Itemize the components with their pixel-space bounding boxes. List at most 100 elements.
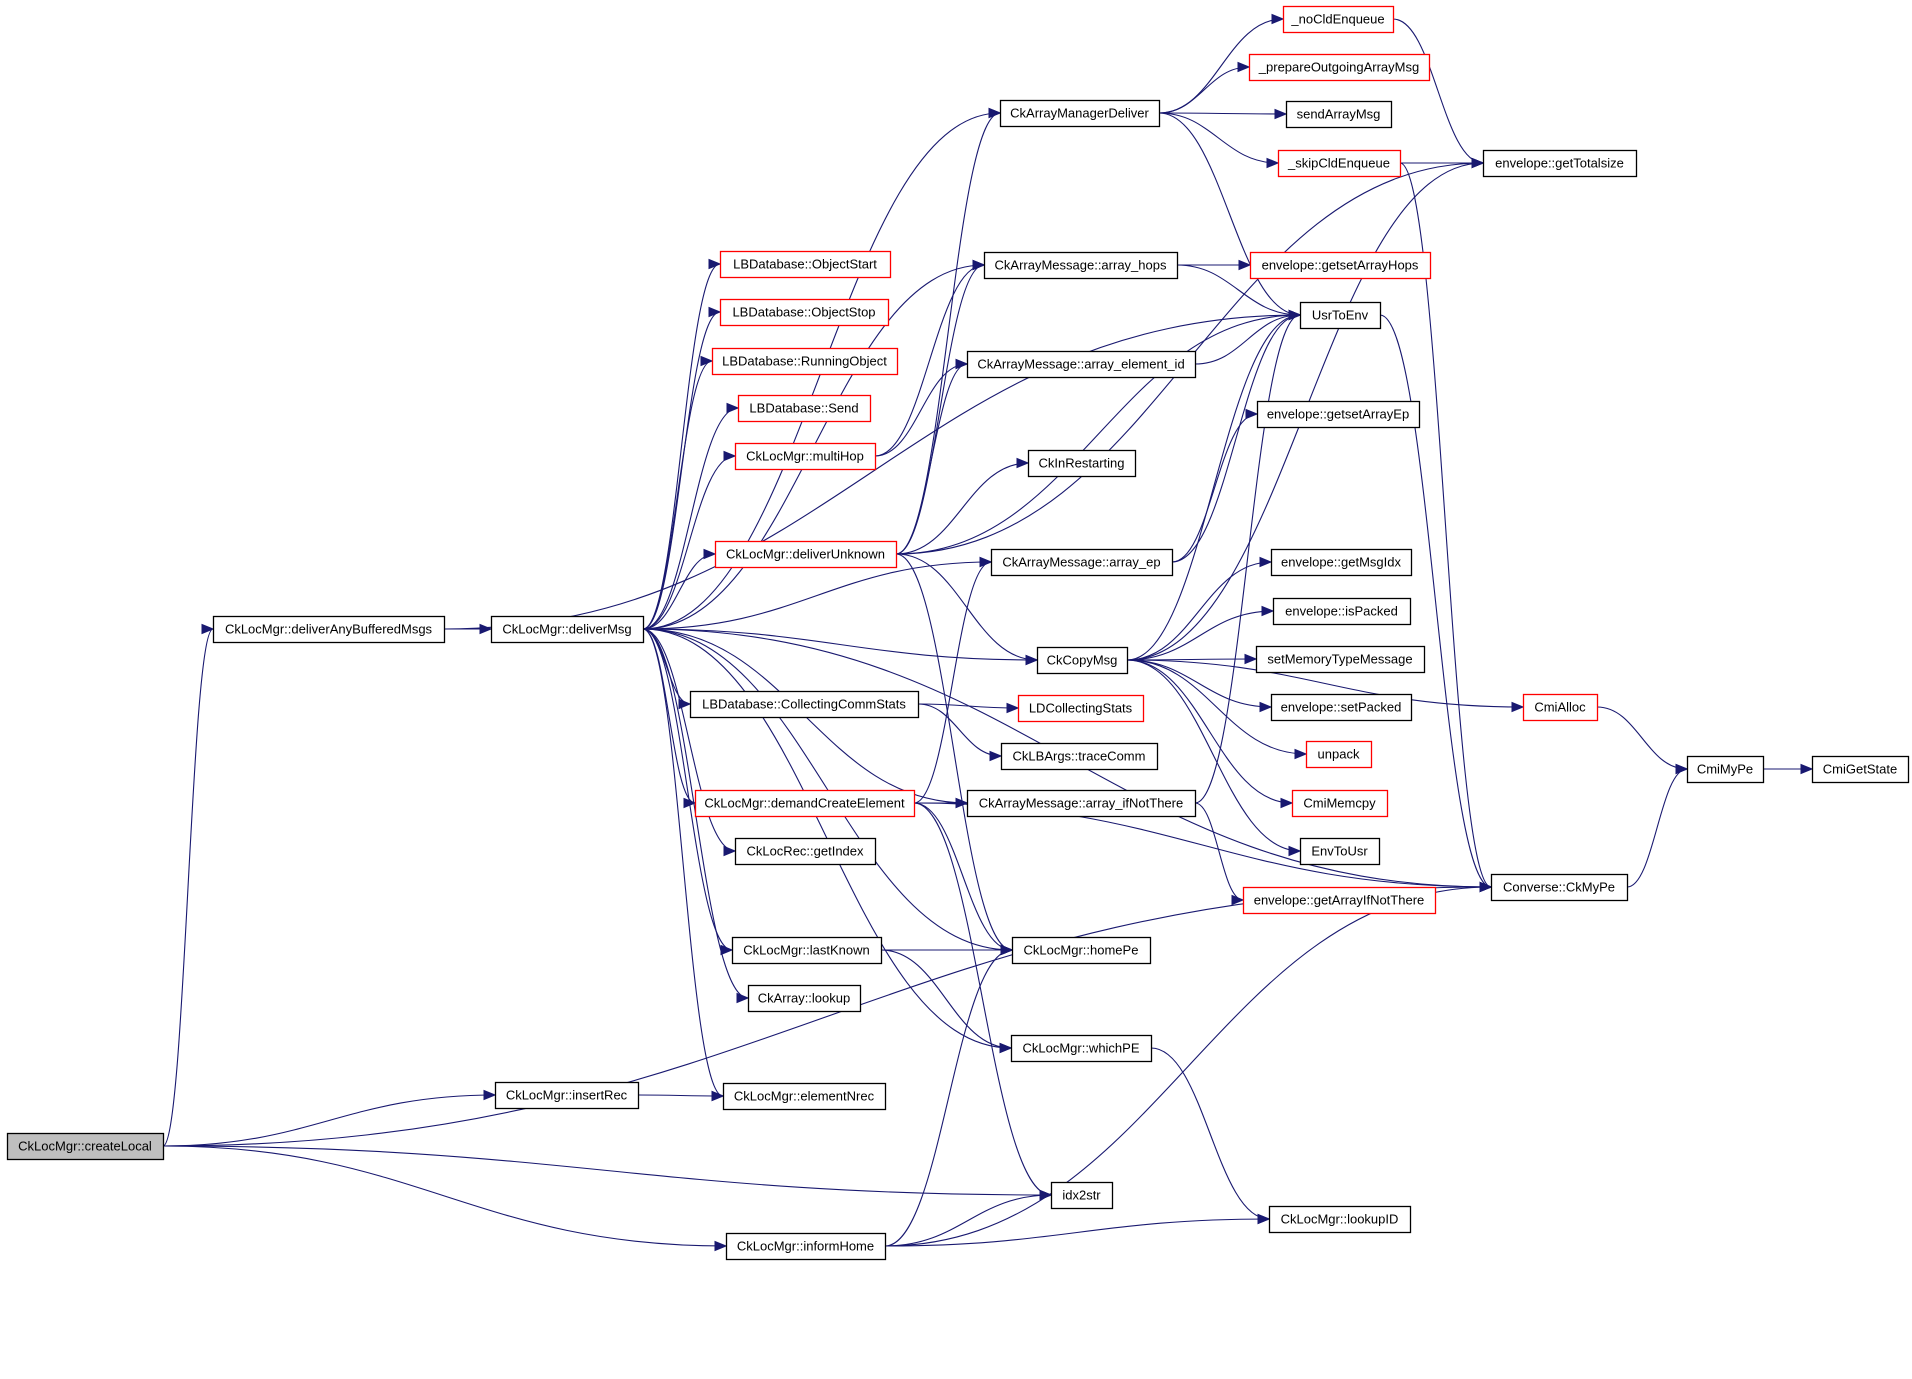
- node-ldcollecting-stats[interactable]: LDCollectingStats: [1017, 694, 1145, 723]
- node-lookup-id[interactable]: CkLocMgr::lookupID: [1268, 1205, 1412, 1234]
- node-box[interactable]: [737, 394, 872, 423]
- node-box[interactable]: [966, 350, 1197, 379]
- node-object-start[interactable]: LBDatabase::ObjectStart: [719, 250, 892, 279]
- node-cmi-get-state[interactable]: CmiGetState: [1811, 755, 1910, 784]
- node-box[interactable]: [1256, 400, 1421, 429]
- node-box[interactable]: [1248, 53, 1431, 82]
- node-inform-home[interactable]: CkLocMgr::informHome: [725, 1232, 887, 1261]
- node-get-totalsize[interactable]: envelope::getTotalsize: [1482, 149, 1638, 178]
- node-box[interactable]: [711, 347, 899, 376]
- node-box[interactable]: [1270, 548, 1413, 577]
- node-box[interactable]: [966, 789, 1197, 818]
- node-env-to-usr[interactable]: EnvToUsr: [1299, 837, 1381, 866]
- node-running-object[interactable]: LBDatabase::RunningObject: [711, 347, 899, 376]
- node-box[interactable]: [1299, 837, 1381, 866]
- node-box[interactable]: [734, 442, 877, 471]
- node-box[interactable]: [999, 99, 1161, 128]
- node-collecting-comm-stats[interactable]: LBDatabase::CollectingCommStats: [689, 690, 920, 719]
- node-box[interactable]: [694, 789, 916, 818]
- node-box[interactable]: [1242, 886, 1437, 915]
- node-box[interactable]: [1490, 873, 1629, 902]
- node-box[interactable]: [1272, 597, 1412, 626]
- node-deliver-unknown[interactable]: CkLocMgr::deliverUnknown: [714, 540, 898, 569]
- node-box[interactable]: [719, 298, 890, 327]
- node-box[interactable]: [1000, 742, 1159, 771]
- node-insert-rec[interactable]: CkLocMgr::insertRec: [494, 1081, 640, 1110]
- node-box[interactable]: [725, 1232, 887, 1261]
- node-ck-copy-msg[interactable]: CkCopyMsg: [1036, 646, 1129, 675]
- node-box[interactable]: [1270, 693, 1413, 722]
- node-box[interactable]: [983, 251, 1179, 280]
- node-box[interactable]: [1305, 740, 1373, 769]
- node-demand-create-element[interactable]: CkLocMgr::demandCreateElement: [694, 789, 916, 818]
- node-box[interactable]: [1268, 1205, 1412, 1234]
- node-box[interactable]: [1249, 251, 1432, 280]
- node-array_hops[interactable]: CkArrayMessage::array_hops: [983, 251, 1179, 280]
- node-box[interactable]: [719, 250, 892, 279]
- node-get-msg-idx[interactable]: envelope::getMsgIdx: [1270, 548, 1413, 577]
- node-box[interactable]: [1285, 100, 1393, 129]
- node-deliver-msg[interactable]: CkLocMgr::deliverMsg: [490, 615, 645, 644]
- node-trace-comm[interactable]: CkLBArgs::traceComm: [1000, 742, 1159, 771]
- node-multi-hop[interactable]: CkLocMgr::multiHop: [734, 442, 877, 471]
- node-box[interactable]: [1036, 646, 1129, 675]
- node-getset-array-hops[interactable]: envelope::getsetArrayHops: [1249, 251, 1432, 280]
- node-array_ep[interactable]: CkArrayMessage::array_ep: [990, 548, 1174, 577]
- node-unpack[interactable]: unpack: [1305, 740, 1373, 769]
- node-box[interactable]: [1686, 755, 1765, 784]
- node-box[interactable]: [990, 548, 1174, 577]
- node-array_element_id[interactable]: CkArrayMessage::array_element_id: [966, 350, 1197, 379]
- node-no-cld-enqueue[interactable]: _noCldEnqueue: [1282, 5, 1395, 34]
- node-which-pe[interactable]: CkLocMgr::whichPE: [1010, 1034, 1153, 1063]
- node-box[interactable]: [1017, 694, 1145, 723]
- node-home-pe[interactable]: CkLocMgr::homePe: [1011, 936, 1152, 965]
- node-box[interactable]: [689, 690, 920, 719]
- node-lookup[interactable]: CkArray::lookup: [747, 984, 862, 1013]
- node-cmi-my-pe[interactable]: CmiMyPe: [1686, 755, 1765, 784]
- node-box[interactable]: [747, 984, 862, 1013]
- node-box[interactable]: [734, 837, 877, 866]
- node-box[interactable]: [722, 1082, 887, 1111]
- node-get-index[interactable]: CkLocRec::getIndex: [734, 837, 877, 866]
- node-ck-array-manager-deliver[interactable]: CkArrayManagerDeliver: [999, 99, 1161, 128]
- node-box[interactable]: [1291, 789, 1389, 818]
- node-deliver-any-buffered-msgs[interactable]: CkLocMgr::deliverAnyBufferedMsgs: [212, 615, 446, 644]
- node-cmi-memcpy[interactable]: CmiMemcpy: [1291, 789, 1389, 818]
- node-box[interactable]: [1010, 1034, 1153, 1063]
- node-box[interactable]: [731, 936, 883, 965]
- node-send-array-msg[interactable]: sendArrayMsg: [1285, 100, 1393, 129]
- node-box[interactable]: [1050, 1181, 1114, 1210]
- node-prepare-outgoing-array-msg[interactable]: _prepareOutgoingArrayMsg: [1248, 53, 1431, 82]
- node-getset-array-ep[interactable]: envelope::getsetArrayEp: [1256, 400, 1421, 429]
- node-skip-cld-enqueue[interactable]: _skipCldEnqueue: [1277, 149, 1402, 178]
- node-box[interactable]: [494, 1081, 640, 1110]
- node-box[interactable]: [1282, 5, 1395, 34]
- node-box[interactable]: [6, 1132, 165, 1161]
- node-box[interactable]: [490, 615, 645, 644]
- node-ck-in-restarting[interactable]: CkInRestarting: [1027, 449, 1137, 478]
- node-set-memory-type-message[interactable]: setMemoryTypeMessage: [1255, 645, 1426, 674]
- node-element-nrec[interactable]: CkLocMgr::elementNrec: [722, 1082, 887, 1111]
- node-is-packed[interactable]: envelope::isPacked: [1272, 597, 1412, 626]
- node-cmi-alloc[interactable]: CmiAlloc: [1522, 693, 1599, 722]
- node-box[interactable]: [1299, 301, 1382, 330]
- node-box[interactable]: [1277, 149, 1402, 178]
- node-box[interactable]: [1522, 693, 1599, 722]
- node-array_if-not-there[interactable]: CkArrayMessage::array_ifNotThere: [966, 789, 1197, 818]
- node-set-packed[interactable]: envelope::setPacked: [1270, 693, 1413, 722]
- node-box[interactable]: [1811, 755, 1910, 784]
- node-object-stop[interactable]: LBDatabase::ObjectStop: [719, 298, 890, 327]
- node-ck-my-pe[interactable]: Converse::CkMyPe: [1490, 873, 1629, 902]
- node-box[interactable]: [1011, 936, 1152, 965]
- node-last-known[interactable]: CkLocMgr::lastKnown: [731, 936, 883, 965]
- node-box[interactable]: [714, 540, 898, 569]
- node-usr-to-env[interactable]: UsrToEnv: [1299, 301, 1382, 330]
- node-send[interactable]: LBDatabase::Send: [737, 394, 872, 423]
- node-box[interactable]: [212, 615, 446, 644]
- node-box[interactable]: [1482, 149, 1638, 178]
- node-create-local[interactable]: CkLocMgr::createLocal: [6, 1132, 165, 1161]
- node-get-array-if-not-there[interactable]: envelope::getArrayIfNotThere: [1242, 886, 1437, 915]
- node-idx2str[interactable]: idx2str: [1050, 1181, 1114, 1210]
- node-box[interactable]: [1255, 645, 1426, 674]
- node-box[interactable]: [1027, 449, 1137, 478]
